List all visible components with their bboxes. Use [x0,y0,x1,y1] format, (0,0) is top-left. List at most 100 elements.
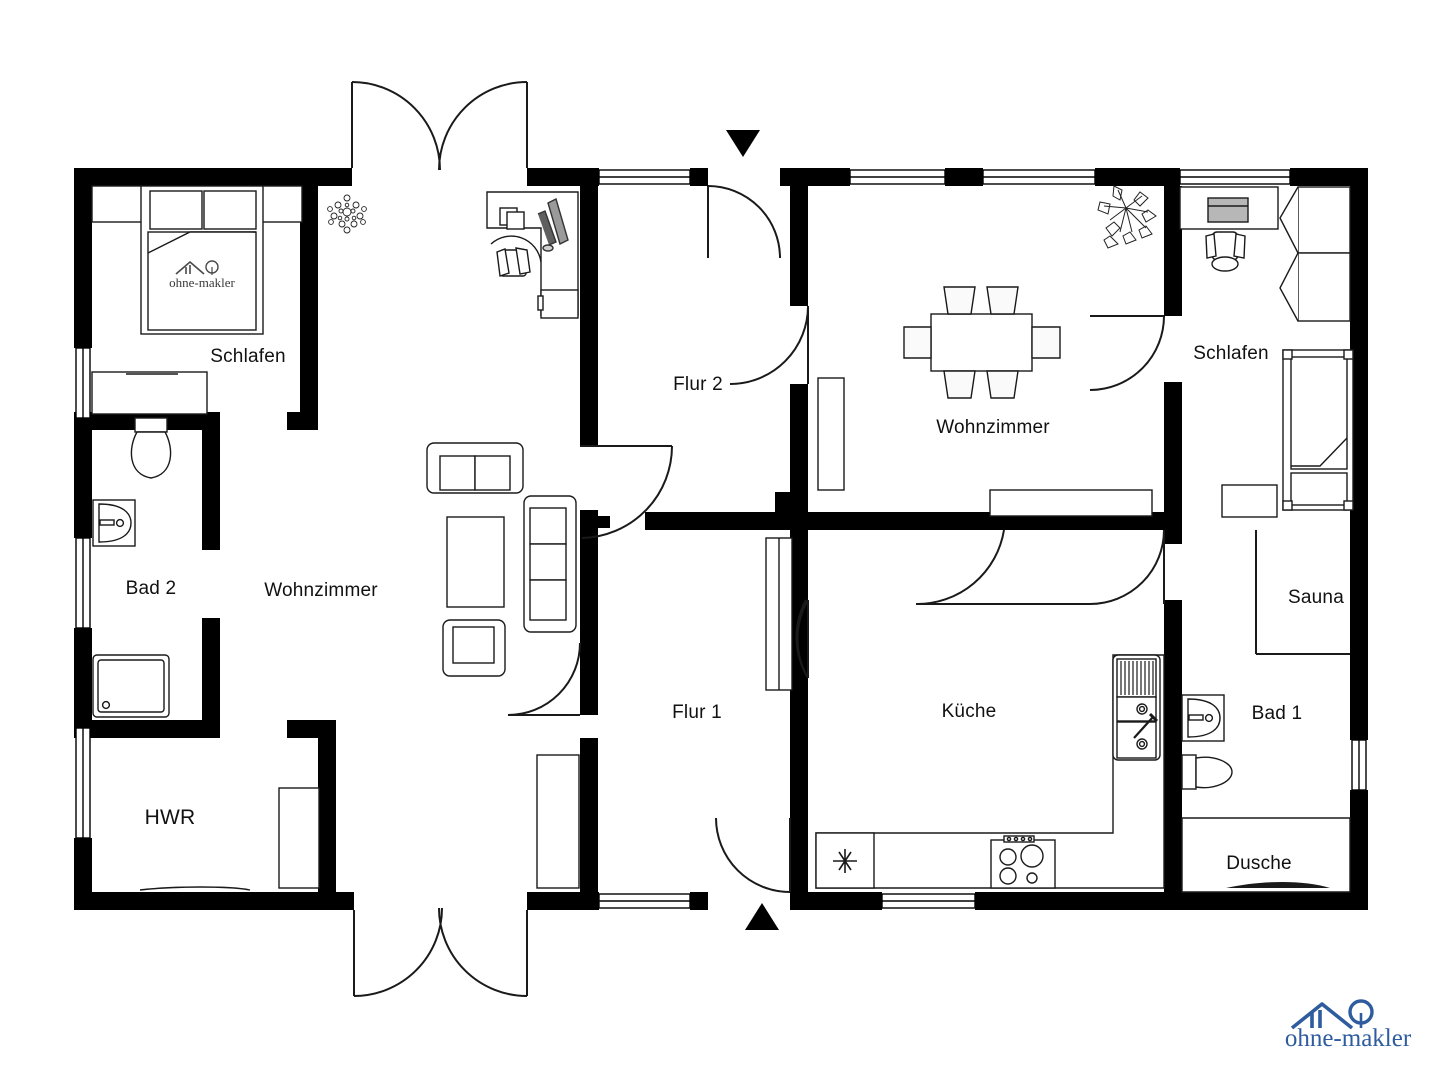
armchair-icon [442,619,506,677]
table-icon [446,516,505,608]
window-left-1 [75,347,91,419]
bed-icon [140,185,264,335]
monitor-icon [537,197,569,252]
wall-internal [1164,530,1182,544]
bed-watermark-text: ohne-makler [169,275,235,290]
wall-outer-bottom [336,892,354,910]
room-label-flur-2: Flur 2 [673,374,723,395]
dusche-sill [1226,882,1330,888]
office-chair-icon [1205,231,1246,272]
wall-outer-right [1350,520,1368,740]
window-bottom-1 [598,893,691,909]
window-bottom-2 [881,893,976,909]
shower-tray-icon [92,654,170,718]
wall-outer-bottom [690,892,708,910]
hwr-door-sill [139,886,251,891]
wall-outer-top [74,168,318,186]
wall-outer-bottom [1215,892,1368,910]
sideboard-icon [817,377,845,491]
sofa-icon [523,495,577,633]
sofa-icon [426,442,524,494]
wall-outer-top [780,168,850,186]
wall-outer-left [74,168,92,348]
door-flur2 [580,445,673,539]
door-group [351,81,1165,997]
wall-internal [1164,382,1182,530]
plant-icon [327,194,367,234]
wall-outer-bottom [74,892,336,910]
wall-internal [580,186,598,446]
wall-internal [202,618,220,730]
wall-internal [202,418,220,550]
door-french-top [351,81,528,171]
wardrobe-icon [1279,186,1351,322]
wall-outer-left [74,418,92,538]
sideboard-icon [989,489,1153,517]
nightstand [259,185,303,223]
wall-internal [300,168,318,430]
nightstand [91,185,143,223]
door-entry-bottom [715,817,791,893]
door-flur1 [507,642,581,716]
chair-icon [903,286,1061,399]
wall-internal [790,186,808,306]
washbasin-icon [92,499,136,547]
dining-table-icon [930,313,1033,372]
wall-internal [790,518,808,892]
desk-icon [1179,186,1279,230]
wall-outer-bottom [790,892,882,910]
door-kueche [795,599,809,679]
furniture-group [91,185,1354,893]
bed-icon [1282,349,1354,511]
wall-internal [598,516,610,528]
cooktop-icon [990,835,1056,889]
room-label-wohnzimmer-left: Wohnzimmer [264,580,378,601]
wall-internal [318,720,336,910]
room-label-schlafen-left: Schlafen [210,346,286,367]
wall-outer-left [74,628,92,728]
window-left-3 [75,727,91,839]
room-label-bad-1: Bad 1 [1251,703,1303,724]
wall-internal [790,384,808,518]
room-label-wohnzimmer-right: Wohnzimmer [936,417,1050,438]
wall-outer-bottom [975,892,1215,910]
wall-outer-bottom [527,892,599,910]
up-triangle-icon [745,903,779,930]
sink-icon [1112,654,1161,761]
wall-internal [1164,600,1182,892]
room-label-hwr: HWR [144,806,196,829]
wall-outer-right [1350,790,1368,910]
window-top-4 [1179,169,1291,185]
brand-logo-mark [1290,999,1374,1030]
wall-internal [645,512,805,530]
door-bad1 [915,529,1165,606]
room-label-kueche: Küche [941,701,997,722]
door-french-bottom [353,907,528,997]
wall-internal [74,720,220,738]
room-label-dusche: Dusche [1226,853,1292,874]
down-triangle-icon [726,130,760,157]
door-entry-top [707,185,781,259]
wall-internal [790,512,920,530]
brand-logo-text: ohne-makler [1284,1025,1412,1052]
wall-outer-top [1095,168,1180,186]
brand-logo: ohne-makler [1268,995,1428,1057]
room-label-bad-2: Bad 2 [125,578,177,599]
dusche-outline [1181,817,1351,893]
toilet-icon [1181,754,1233,790]
wall-group [74,168,1368,910]
sideboard-icon [91,371,208,415]
wall-internal [920,512,980,530]
fridge-icon [815,832,875,889]
wall-internal [775,492,793,516]
window-top-3 [982,169,1096,185]
room-label-sauna: Sauna [1288,587,1344,608]
wall-internal [580,738,598,892]
door-panel [536,754,580,889]
room-label-schlafen-right: Schlafen [1193,343,1269,364]
wall-outer-top [945,168,983,186]
washbasin-icon [1181,694,1225,742]
bed-watermark-mark [175,260,219,275]
